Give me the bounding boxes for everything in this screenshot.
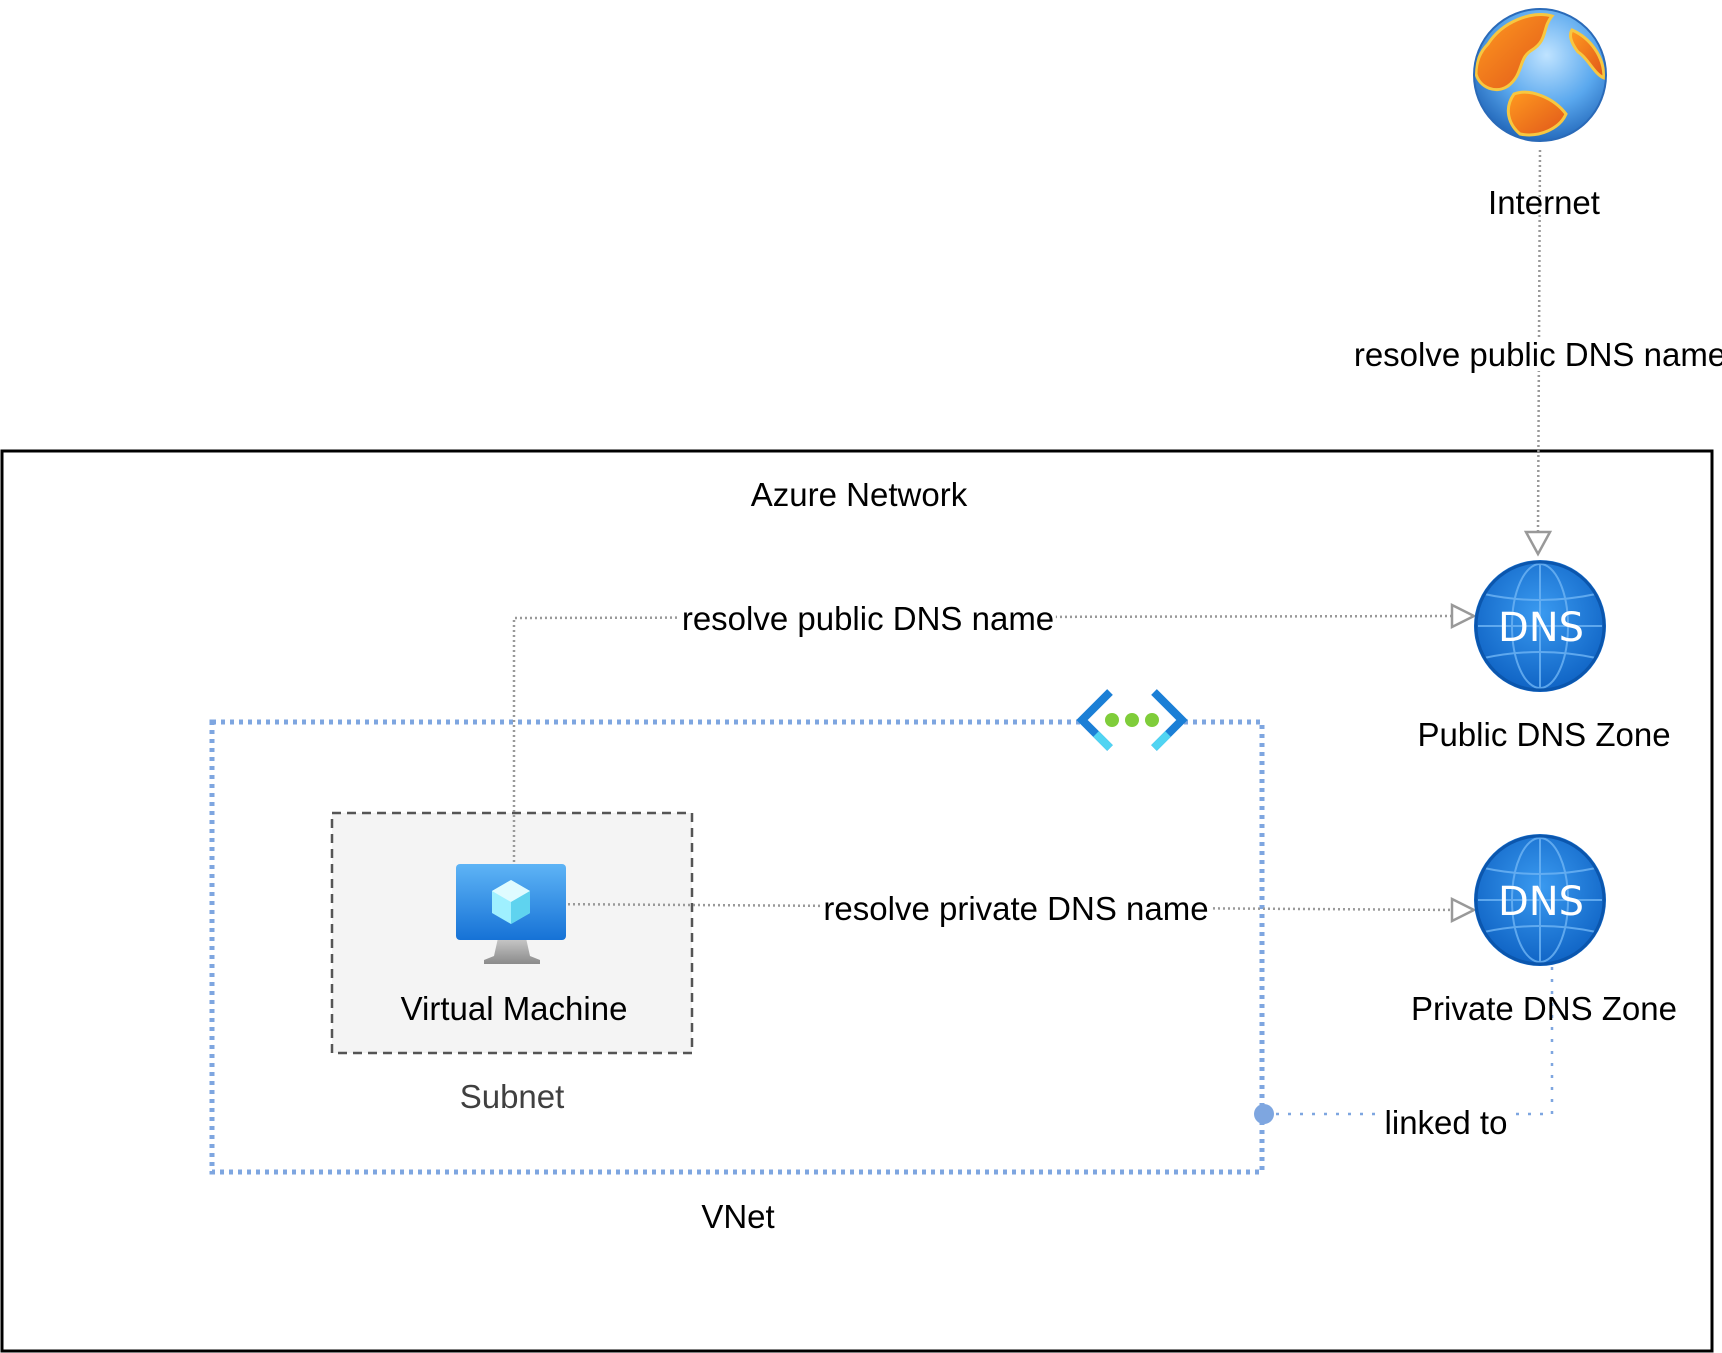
azure-network-container (0, 449, 1714, 1353)
edge-label-vm-to-private-dns: resolve private DNS name (821, 890, 1211, 927)
public-dns-zone-label: Public DNS Zone (1417, 716, 1671, 753)
edge-vm-to-public-dns (512, 614, 1461, 877)
arrowhead-right (1450, 896, 1477, 924)
globe-icon[interactable] (1473, 8, 1607, 142)
edge-label-internet-to-public-dns: resolve public DNS name (1351, 338, 1722, 371)
public-dns-icon[interactable]: DNS (1474, 560, 1606, 692)
private-dns-icon[interactable]: DNS (1474, 834, 1606, 966)
vnet-link-endpoint (1254, 1104, 1274, 1124)
arrowhead-down (1523, 530, 1553, 557)
edge-vnet-to-private-dns (1264, 965, 1554, 1116)
subnet-label: Subnet (459, 1078, 565, 1115)
virtual-machine-icon[interactable] (456, 864, 566, 964)
arrowhead-right (1450, 602, 1477, 630)
vnet-peering-icon[interactable] (1076, 689, 1188, 751)
azure-network-label: Azure Network (750, 476, 968, 513)
internet-label: Internet (1488, 184, 1600, 221)
virtual-machine-label: Virtual Machine (400, 990, 628, 1027)
private-dns-zone-label: Private DNS Zone (1411, 990, 1677, 1027)
private-dns-icon-text: DNS (1498, 879, 1584, 925)
edge-label-vnet-linked-to: linked to (1382, 1104, 1510, 1141)
vnet-label: VNet (701, 1198, 775, 1235)
public-dns-icon-text: DNS (1498, 605, 1584, 651)
edge-label-vm-to-public-dns: resolve public DNS name (679, 600, 1057, 637)
vnet-container (209, 719, 1265, 1175)
